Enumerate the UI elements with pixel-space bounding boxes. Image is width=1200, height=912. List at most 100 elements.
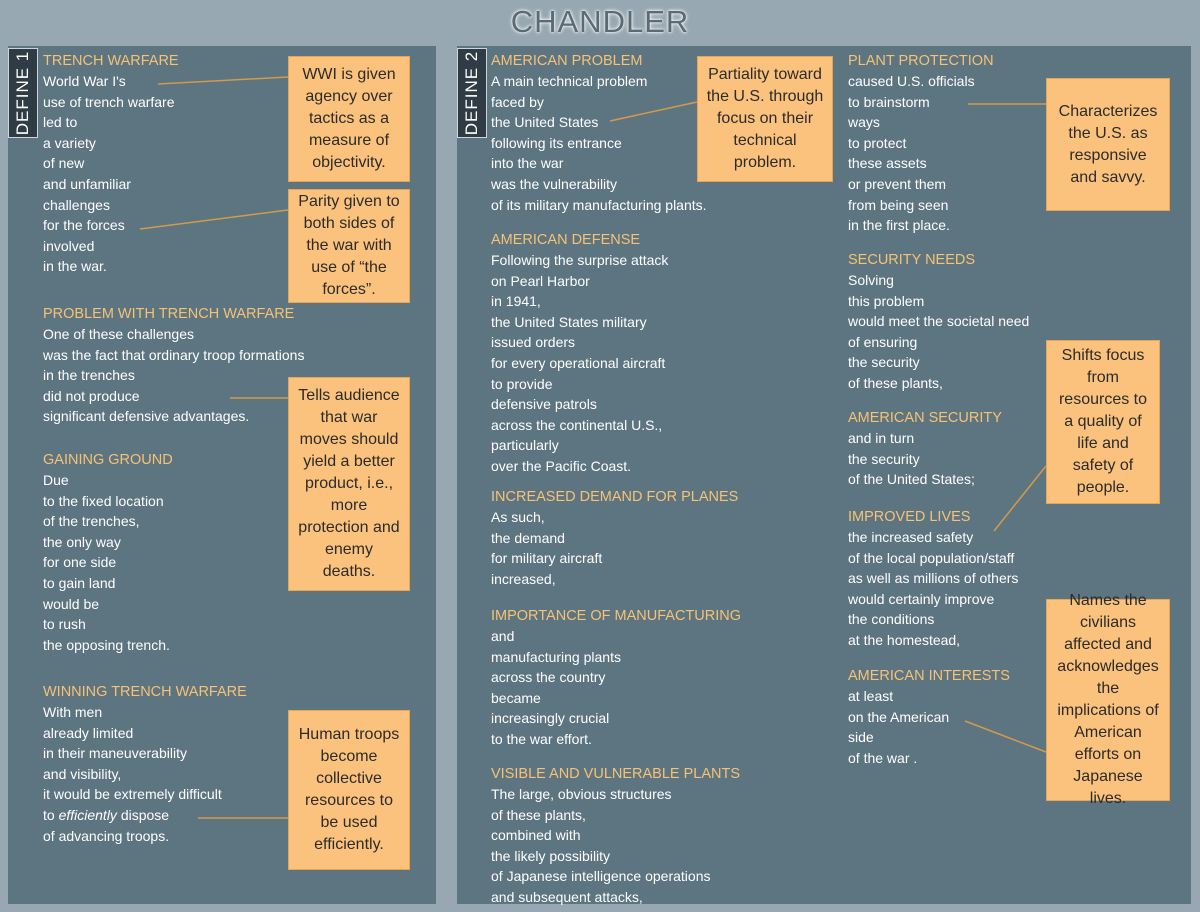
section-heading: VISIBLE AND VULNERABLE PLANTS xyxy=(491,766,741,782)
body-line: on the American xyxy=(848,708,950,725)
annotation-note: Names the civilians affected and acknowl… xyxy=(1046,592,1170,807)
define-1-tab-label: DEFINE 1 xyxy=(13,50,32,136)
body-line: from being seen xyxy=(848,196,949,213)
body-line: ways xyxy=(848,114,880,131)
body-line: across the country xyxy=(491,669,606,686)
define-2-tab-label: DEFINE 2 xyxy=(462,50,481,136)
section-visible-and-vulnerable-plants: VISIBLE AND VULNERABLE PLANTS The large,… xyxy=(491,764,740,908)
body-line: into the war xyxy=(491,155,564,172)
body-line: the conditions xyxy=(848,611,935,628)
body-line: the likely possibility xyxy=(491,847,611,864)
body-line: side xyxy=(848,729,874,746)
body-line: over the Pacific Coast. xyxy=(491,457,632,474)
body-line: of these plants, xyxy=(491,806,586,823)
body-line: of its military manufacturing plants. xyxy=(491,196,707,213)
body-line: particularly xyxy=(491,437,559,454)
body-line: to brainstorm xyxy=(848,93,930,110)
body-line: would be xyxy=(43,595,100,612)
section-heading: AMERICAN PROBLEM xyxy=(491,53,643,69)
body-line: these assets xyxy=(848,155,927,172)
body-line: to rush xyxy=(43,616,86,633)
body-line: Following the surprise attack xyxy=(491,252,669,268)
section-problem-with-trench-warfare: PROBLEM WITH TRENCH WARFARE One of these… xyxy=(43,304,304,427)
section-heading: PROBLEM WITH TRENCH WARFARE xyxy=(43,306,295,322)
section-american-problem: AMERICAN PROBLEM A main technical proble… xyxy=(491,51,707,215)
body-line: for one side xyxy=(43,554,117,571)
body-line: involved xyxy=(43,237,95,254)
body-line: the demand xyxy=(491,529,565,546)
body-line: With men xyxy=(43,704,103,720)
body-line: World War I's xyxy=(43,73,126,89)
body-line: for every operational aircraft xyxy=(491,354,666,371)
body-line: the opposing trench. xyxy=(43,636,170,653)
body-line: would meet the societal need xyxy=(848,313,1030,330)
body-line: increasingly crucial xyxy=(491,710,610,727)
body-line: did not produce xyxy=(43,387,140,404)
body-line: it would be extremely difficult xyxy=(43,786,222,803)
body-line: manufacturing plants xyxy=(491,648,621,665)
body-line: on Pearl Harbor xyxy=(491,272,590,289)
body-line: in the trenches xyxy=(43,367,135,384)
body-line: of the trenches, xyxy=(43,513,140,530)
body-line: to provide xyxy=(491,375,553,392)
body-line: a variety xyxy=(43,134,96,151)
body-line: combined with xyxy=(491,827,581,844)
body-line: defensive patrols xyxy=(491,396,597,413)
section-heading: AMERICAN SECURITY xyxy=(848,410,1002,426)
body-line: or prevent them xyxy=(848,175,947,192)
body-line: led to xyxy=(43,114,78,131)
annotation-note: Characterizes the U.S. as responsive and… xyxy=(1046,78,1170,211)
body-line: faced by xyxy=(491,93,544,110)
annotation-note: Shifts focus from resources to a quality… xyxy=(1046,340,1160,504)
section-heading: AMERICAN DEFENSE xyxy=(491,232,641,248)
body-line: to the fixed location xyxy=(43,492,164,509)
body-line: to gain land xyxy=(43,574,116,591)
body-line: As such, xyxy=(491,509,545,525)
section-heading: INCREASED DEMAND FOR PLANES xyxy=(491,489,739,505)
body-line: and subsequent attacks, xyxy=(491,888,643,905)
body-line: and in turn xyxy=(848,430,915,446)
annotation-note: Tells audience that war moves should yie… xyxy=(288,377,410,591)
body-line: the United States xyxy=(491,114,599,131)
section-heading: WINNING TRENCH WARFARE xyxy=(43,684,247,700)
section-heading: GAINING GROUND xyxy=(43,452,173,468)
body-line: One of these challenges xyxy=(43,326,194,342)
body-line: the security xyxy=(848,354,920,371)
body-line: for the forces xyxy=(43,217,125,234)
body-line: was the vulnerability xyxy=(491,175,618,192)
define-1-tab: DEFINE 1 xyxy=(8,48,38,138)
body-line: across the continental U.S., xyxy=(491,416,663,433)
body-line: of the local population/staff xyxy=(848,549,1015,566)
section-heading: SECURITY NEEDS xyxy=(848,252,976,268)
section-american-defense: AMERICAN DEFENSE Following the surprise … xyxy=(491,230,668,477)
body-line: use of trench warfare xyxy=(43,93,175,110)
body-line: to protect xyxy=(848,134,907,151)
body-line: the security xyxy=(848,450,920,467)
body-line: following its entrance xyxy=(491,134,622,151)
section-increased-demand: INCREASED DEMAND FOR PLANES As such, the … xyxy=(491,487,738,589)
section-heading: PLANT PROTECTION xyxy=(848,53,994,69)
define-2-tab: DEFINE 2 xyxy=(457,48,487,138)
annotation-note: Parity given to both sides of the war wi… xyxy=(288,189,410,303)
body-line: of ensuring xyxy=(848,333,918,350)
section-heading: IMPROVED LIVES xyxy=(848,509,971,525)
body-line: increased, xyxy=(491,570,556,587)
body-line: and xyxy=(491,628,515,644)
body-line: would certainly improve xyxy=(848,590,995,607)
body-line: of new xyxy=(43,155,85,172)
body-line: Solving xyxy=(848,272,894,288)
body-line: and visibility, xyxy=(43,765,122,782)
body-line: to the war effort. xyxy=(491,730,592,747)
